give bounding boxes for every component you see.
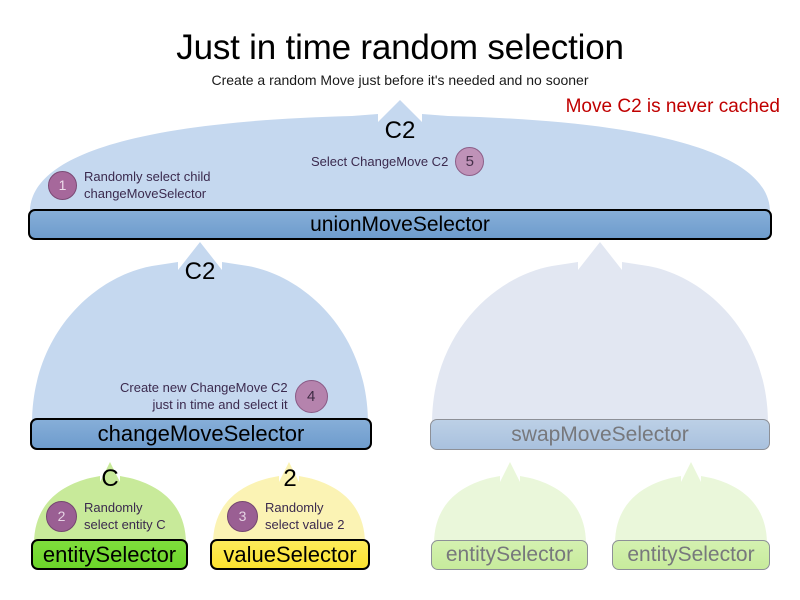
step-2-badge: 2 — [46, 500, 77, 532]
page-title: Just in time random selection — [176, 28, 624, 67]
swap-move-selector-box[interactable]: swapMoveSelector — [430, 419, 770, 450]
entity-selector-swap-1-box[interactable]: entitySelector — [431, 540, 588, 570]
value-selector-change-box[interactable]: valueSelector — [210, 539, 370, 570]
page-subtitle: Create a random Move just before it's ne… — [211, 72, 589, 88]
value-output-value: 2 — [283, 465, 297, 492]
entity-output-value: C — [101, 465, 119, 492]
step-2-annotation: 2 Randomly select entity C — [46, 499, 166, 533]
step-1-annotation: 1 Randomly select child changeMoveSelect… — [48, 168, 210, 202]
entity-swap-1-output-arrow — [434, 462, 586, 544]
step-2-text: Randomly select entity C — [84, 500, 166, 533]
step-1-text: Randomly select child changeMoveSelector — [84, 169, 211, 202]
step-4-badge: 4 — [294, 379, 328, 413]
entity-selector-change-box[interactable]: entitySelector — [31, 539, 188, 570]
entity-swap-2-output-arrow — [615, 462, 767, 544]
step-5-text: Select ChangeMove C2 — [311, 153, 449, 169]
change-output-arrow — [32, 242, 368, 424]
union-move-selector-box[interactable]: unionMoveSelector — [28, 209, 772, 240]
change-move-selector-box[interactable]: changeMoveSelector — [30, 418, 372, 450]
step-3-text: Randomly select value 2 — [265, 500, 345, 533]
union-output-value: C2 — [384, 117, 416, 144]
entity-selector-swap-2-box[interactable]: entitySelector — [612, 540, 770, 570]
step-5-badge: 5 — [455, 147, 485, 176]
step-4-annotation: 4 Create new ChangeMove C2 just in time … — [120, 379, 328, 413]
union-output-arrow — [30, 100, 770, 212]
step-3-annotation: 3 Randomly select value 2 — [227, 499, 345, 533]
step-4-text: Create new ChangeMove C2 just in time an… — [120, 380, 288, 413]
swap-output-arrow — [432, 242, 768, 424]
change-output-value: C2 — [184, 258, 216, 285]
cache-note: Move C2 is never cached — [565, 96, 780, 117]
step-1-badge: 1 — [48, 170, 77, 200]
step-3-badge: 3 — [227, 500, 258, 532]
step-5-annotation: 5 Select ChangeMove C2 — [311, 147, 485, 176]
